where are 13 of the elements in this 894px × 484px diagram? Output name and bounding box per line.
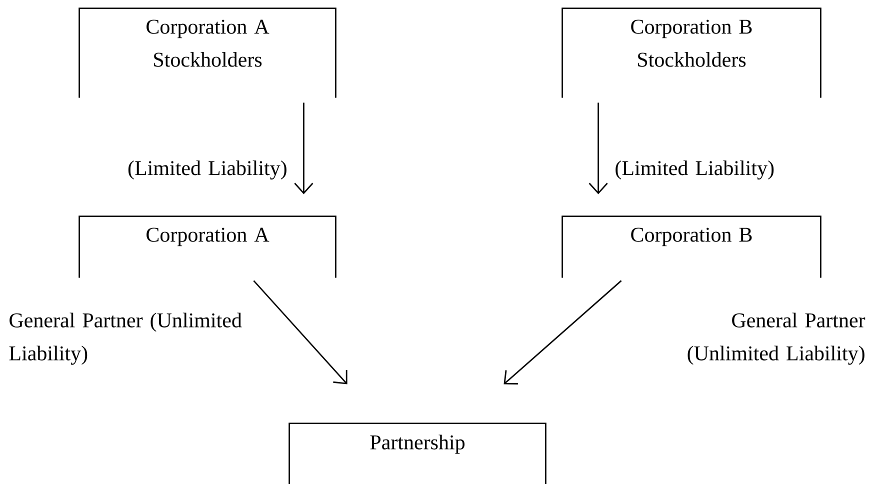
arrow bbox=[294, 102, 314, 194]
open-box: Partnership bbox=[288, 422, 546, 484]
open-box: Corporation B Stockholders bbox=[562, 8, 822, 98]
edge-label: (Limited Liability) bbox=[128, 160, 286, 180]
arrow bbox=[504, 280, 622, 384]
arrow bbox=[588, 102, 608, 194]
edge-label: General Partner (Unlimited Liability) bbox=[688, 312, 866, 365]
edge-label: (Limited Liability) bbox=[616, 160, 774, 180]
open-box: Corporation B bbox=[562, 216, 822, 278]
open-box: Corporation A bbox=[78, 216, 336, 278]
edge-label: General Partner (Unlimited Liability) bbox=[9, 312, 242, 365]
arrow bbox=[253, 280, 348, 384]
open-box: Corporation A Stockholders bbox=[78, 8, 336, 98]
